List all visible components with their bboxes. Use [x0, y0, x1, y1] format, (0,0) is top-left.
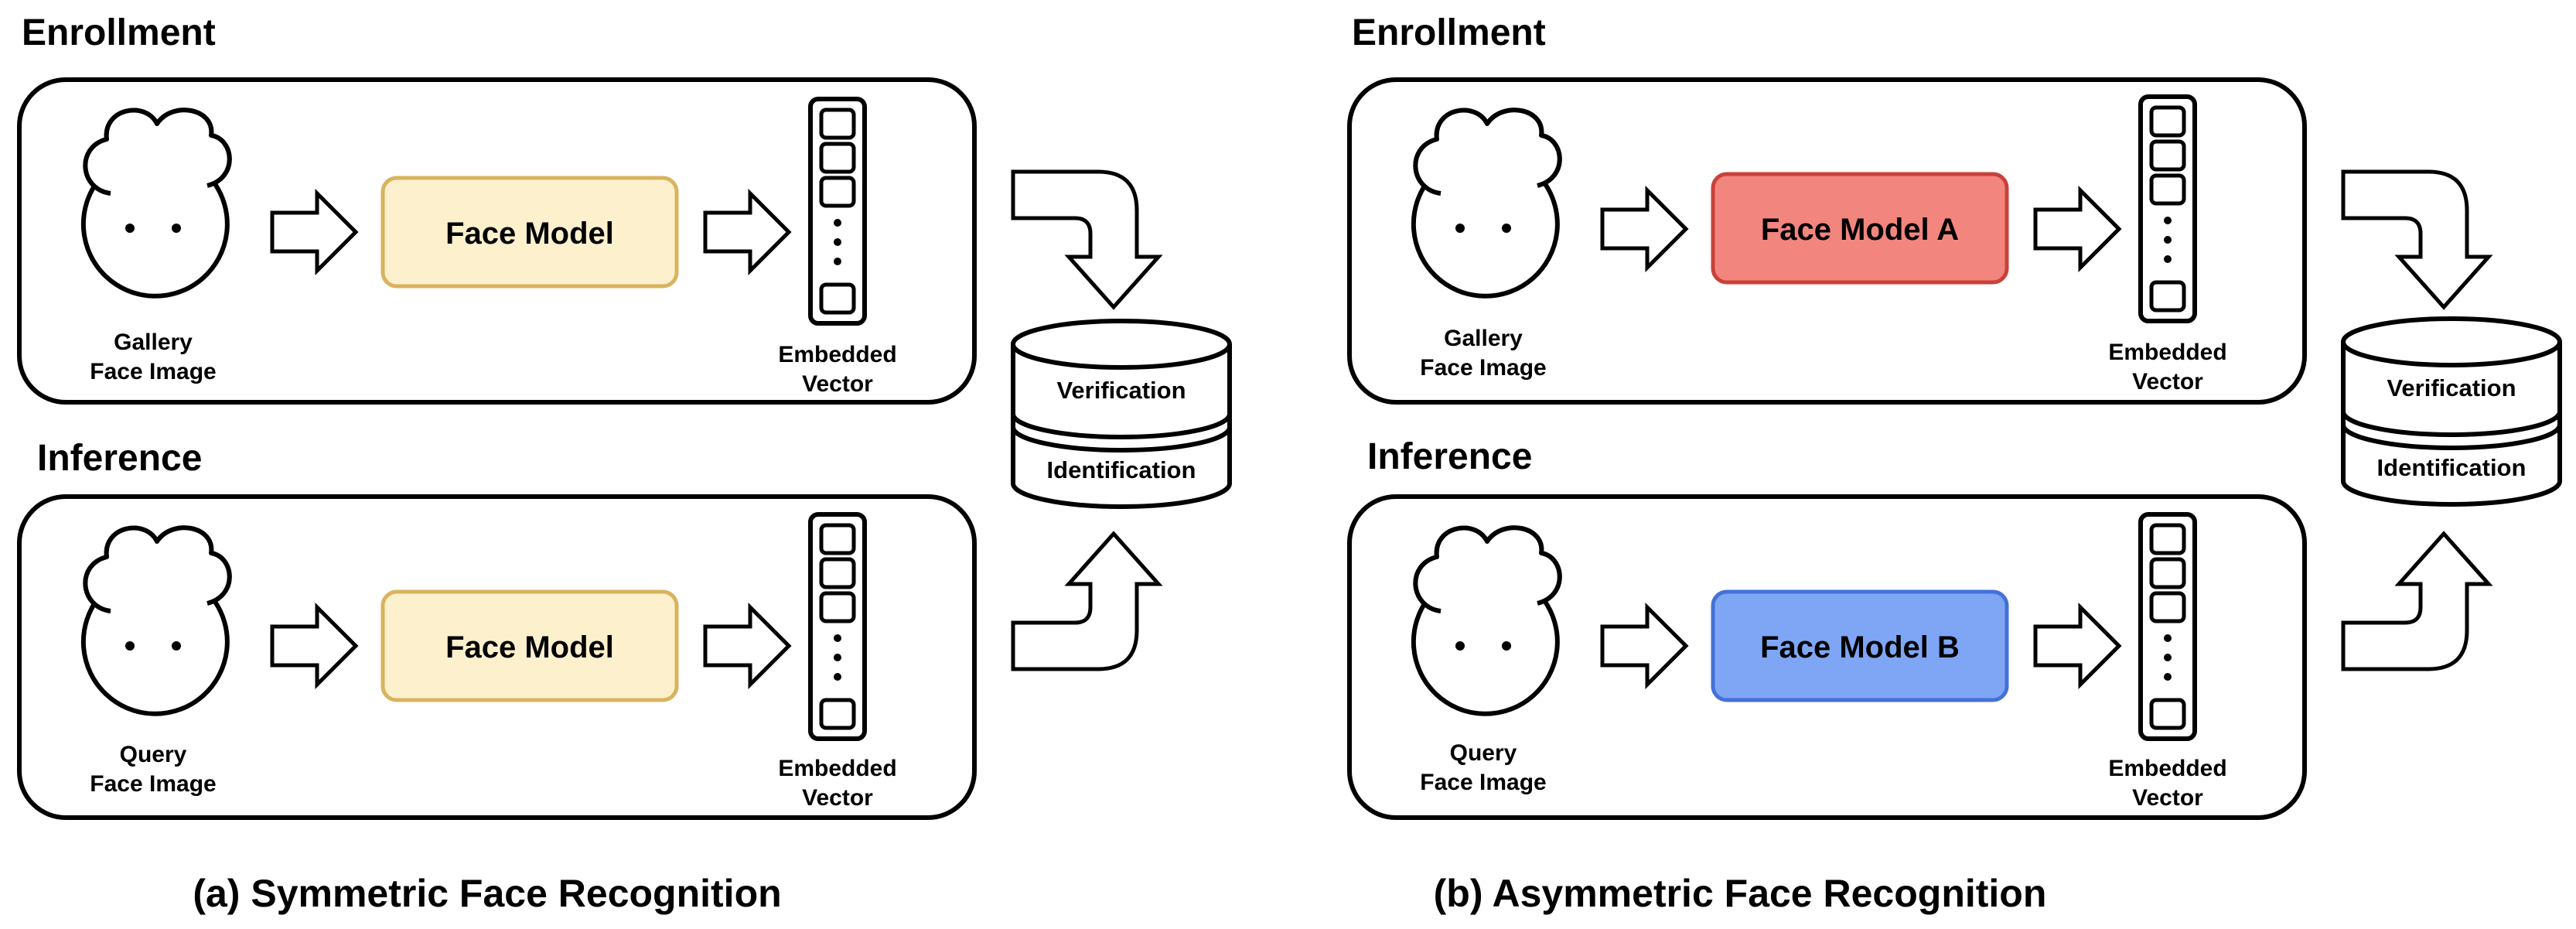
vector-label-2: Vector	[802, 371, 873, 397]
face-model-b-label: Face Model B	[1760, 630, 1960, 664]
embedded-vector-icon	[2141, 514, 2195, 739]
gallery-face-icon	[1414, 110, 1560, 296]
enrollment-title: Enrollment	[1352, 12, 1546, 53]
vector-label-1: Embedded	[778, 756, 896, 781]
bent-arrow-up-icon	[2343, 534, 2489, 669]
bent-arrow-down-icon	[1013, 172, 1158, 307]
query-face-icon	[84, 528, 230, 714]
panel-asymmetric: Enrollment Gallery Face Image Face Model…	[1347, 12, 2560, 915]
gallery-face-label-1: Gallery	[114, 330, 193, 355]
panel-symmetric: Enrollment Gallery Face Image Face Model…	[17, 12, 1230, 915]
inference-title: Inference	[37, 438, 202, 479]
face-model-label: Face Model	[445, 630, 614, 664]
vector-label-1: Embedded	[2108, 756, 2226, 781]
face-model-a-label: Face Model A	[1761, 213, 1959, 247]
embedded-vector-icon	[810, 514, 865, 739]
db-identification-label: Identification	[2377, 454, 2527, 481]
query-face-icon	[1414, 528, 1560, 714]
inference-title: Inference	[1367, 436, 1532, 477]
caption: (a) Symmetric Face Recognition	[193, 872, 781, 915]
query-face-label-1: Query	[120, 742, 187, 767]
embedded-vector-icon	[810, 99, 865, 323]
vector-label-2: Vector	[2132, 785, 2203, 811]
vector-label-2: Vector	[2132, 369, 2203, 394]
face-model-box	[380, 176, 679, 289]
gallery-face-label-2: Face Image	[1420, 355, 1546, 381]
vector-label-1: Embedded	[778, 342, 896, 367]
bent-arrow-down-icon	[2343, 172, 2489, 307]
query-face-label-1: Query	[1450, 740, 1517, 766]
face-model-label: Face Model	[445, 217, 614, 251]
embedded-vector-icon	[2141, 97, 2195, 321]
vector-label-1: Embedded	[2108, 340, 2226, 365]
query-face-label-2: Face Image	[90, 771, 216, 797]
gallery-face-label-2: Face Image	[90, 359, 216, 384]
gallery-face-label-1: Gallery	[1444, 326, 1523, 351]
face-model-box	[380, 589, 679, 702]
db-identification-label: Identification	[1047, 456, 1196, 483]
query-face-label-2: Face Image	[1420, 770, 1546, 795]
gallery-face-icon	[84, 110, 230, 296]
db-verification-label: Verification	[2387, 374, 2516, 401]
bent-arrow-up-icon	[1013, 534, 1158, 669]
db-verification-label: Verification	[1056, 377, 1186, 404]
vector-label-2: Vector	[802, 785, 873, 811]
enrollment-title: Enrollment	[22, 12, 216, 53]
caption: (b) Asymmetric Face Recognition	[1434, 872, 2047, 915]
face-model-a-box	[1711, 172, 2009, 285]
face-model-b-box	[1711, 589, 2009, 702]
